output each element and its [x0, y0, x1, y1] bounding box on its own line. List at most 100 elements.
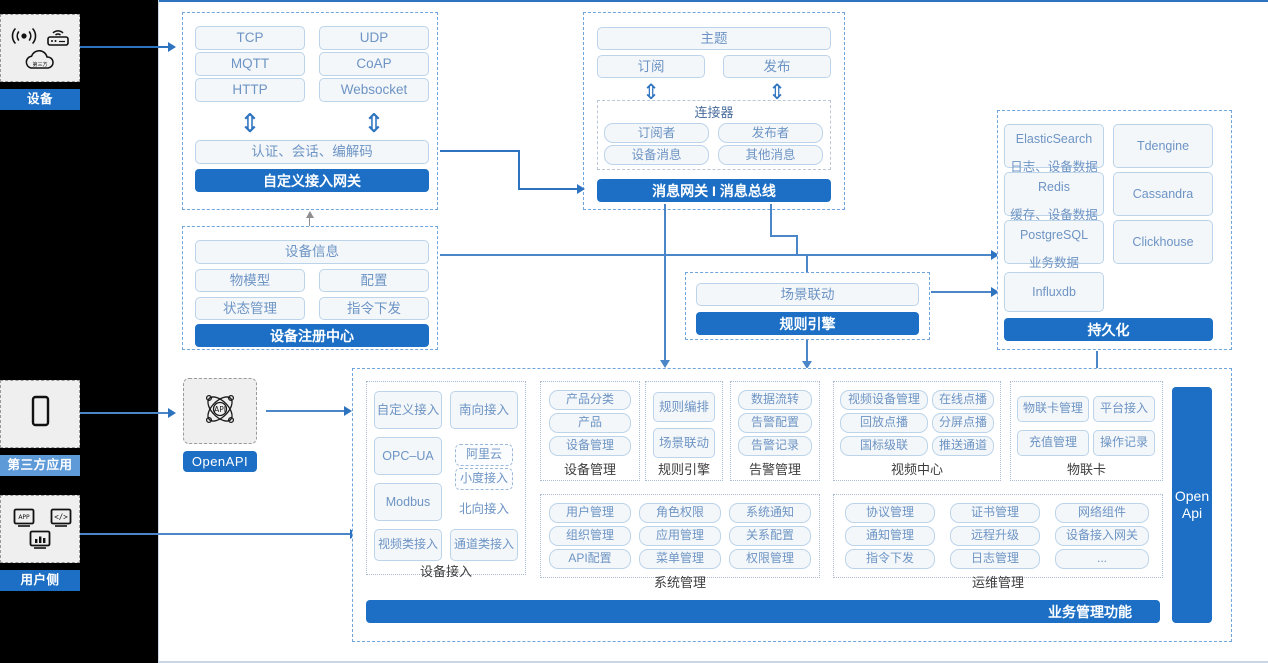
access-aliyun[interactable]: 阿里云 — [455, 444, 513, 466]
connector-thirdparty-to-openapi — [80, 412, 170, 414]
bus-topic[interactable]: 主题 — [597, 27, 831, 50]
sys-menu-management[interactable]: 菜单管理 — [639, 549, 721, 569]
connector-bus-persistence-h — [770, 235, 798, 237]
access-channel[interactable]: 通道类接入 — [450, 529, 518, 561]
actor-device-iconbox: 第三方 — [0, 14, 80, 82]
rulebiz-scene-linkage[interactable]: 场景联动 — [653, 428, 715, 458]
store-influxdb[interactable]: Influxdb — [1004, 272, 1104, 312]
devmgmt-product[interactable]: 产品 — [549, 413, 631, 433]
iotcard-platform-access[interactable]: 平台接入 — [1093, 396, 1155, 422]
gateway-bar[interactable]: 自定义接入网关 — [195, 169, 429, 192]
connector-device-message[interactable]: 设备消息 — [604, 145, 709, 165]
connector-subscriber[interactable]: 订阅者 — [604, 123, 709, 143]
connector-title: 连接器 — [694, 104, 734, 120]
iotcard-management[interactable]: 物联卡管理 — [1017, 396, 1089, 422]
video-gb-cascade[interactable]: 国标级联 — [840, 436, 928, 456]
actor-third-party-app[interactable]: 第三方应用 — [0, 380, 80, 476]
store-postgresql[interactable]: PostgreSQL 业务数据 — [1004, 220, 1104, 270]
ops-log-management[interactable]: 日志管理 — [950, 549, 1040, 569]
svg-text:APP: APP — [18, 514, 30, 521]
ops-device-access-gateway[interactable]: 设备接入网关 — [1055, 526, 1149, 546]
store-elasticsearch-desc: 日志、设备数据 — [1010, 160, 1098, 175]
video-split-screen[interactable]: 分屏点播 — [932, 413, 994, 433]
access-southbound[interactable]: 南向接入 — [450, 391, 518, 429]
iotcard-operation-log[interactable]: 操作记录 — [1093, 430, 1155, 456]
bus-subscribe[interactable]: 订阅 — [597, 55, 705, 78]
ops-more[interactable]: ... — [1055, 549, 1149, 569]
alarm-config[interactable]: 告警配置 — [738, 413, 812, 433]
connector-device-to-gateway — [80, 46, 170, 48]
access-custom[interactable]: 自定义接入 — [374, 391, 442, 429]
store-cassandra[interactable]: Cassandra — [1113, 172, 1213, 216]
sys-app-management[interactable]: 应用管理 — [639, 526, 721, 546]
access-modbus[interactable]: Modbus — [374, 483, 442, 521]
protocol-http[interactable]: HTTP — [195, 78, 305, 102]
connector-bus-persistence-v2 — [796, 235, 798, 255]
openapi-vertical-bar[interactable]: Open Api — [1172, 387, 1212, 623]
persistence-bar[interactable]: 持久化 — [1004, 318, 1213, 341]
access-video[interactable]: 视频类接入 — [374, 529, 442, 561]
rulebiz-rule-orchestration[interactable]: 规则编排 — [653, 392, 715, 422]
store-elasticsearch[interactable]: ElasticSearch 日志、设备数据 — [1004, 124, 1104, 174]
wifi-signal-icon — [11, 25, 37, 47]
video-playback[interactable]: 回放点播 — [840, 413, 928, 433]
gateway-auth-session-codec[interactable]: 认证、会话、编解码 — [195, 140, 429, 164]
access-xiaodu[interactable]: 小度接入 — [455, 468, 513, 490]
registry-config[interactable]: 配置 — [319, 269, 429, 292]
video-device-management[interactable]: 视频设备管理 — [840, 390, 928, 410]
sys-user-management[interactable]: 用户管理 — [549, 503, 631, 523]
actor-user-side-iconbox: APP </> — [0, 495, 80, 563]
ops-protocol-management[interactable]: 协议管理 — [845, 503, 935, 523]
actor-third-party-label: 第三方应用 — [0, 455, 80, 476]
protocol-websocket[interactable]: Websocket — [319, 78, 429, 102]
access-northbound[interactable]: 北向接入 — [458, 501, 509, 516]
ops-certificate-management[interactable]: 证书管理 — [950, 503, 1040, 523]
store-tdengine[interactable]: Tdengine — [1113, 124, 1213, 168]
bus-publish[interactable]: 发布 — [723, 55, 831, 78]
connector-publisher[interactable]: 发布者 — [718, 123, 823, 143]
sys-api-config[interactable]: API配置 — [549, 549, 631, 569]
rule-engine-bar[interactable]: 规则引擎 — [696, 312, 919, 335]
alarm-data-forward[interactable]: 数据流转 — [738, 390, 812, 410]
sys-notification[interactable]: 系统通知 — [729, 503, 811, 523]
registry-state-mgmt[interactable]: 状态管理 — [195, 297, 305, 320]
store-clickhouse[interactable]: Clickhouse — [1113, 220, 1213, 264]
protocol-udp[interactable]: UDP — [319, 26, 429, 50]
registry-device-info[interactable]: 设备信息 — [195, 240, 429, 264]
iotcard-recharge[interactable]: 充值管理 — [1017, 430, 1089, 456]
sys-relation-config[interactable]: 关系配置 — [729, 526, 811, 546]
sys-org-management[interactable]: 组织管理 — [549, 526, 631, 546]
devmgmt-product-category[interactable]: 产品分类 — [549, 390, 631, 410]
openapi-node[interactable]: API OpenAPI — [183, 378, 257, 472]
ops-notification-management[interactable]: 通知管理 — [845, 526, 935, 546]
video-online-play[interactable]: 在线点播 — [932, 390, 994, 410]
registry-bar[interactable]: 设备注册中心 — [195, 324, 429, 347]
ops-network-components[interactable]: 网络组件 — [1055, 503, 1149, 523]
sys-role-permission[interactable]: 角色权限 — [639, 503, 721, 523]
protocol-mqtt[interactable]: MQTT — [195, 52, 305, 76]
double-arrow-icon-pub: ⇕ — [768, 80, 786, 104]
devmgmt-device-management[interactable]: 设备管理 — [549, 436, 631, 456]
registry-command-dispatch[interactable]: 指令下发 — [319, 297, 429, 320]
connector-bus-persistence-v — [770, 204, 772, 237]
video-push-channel[interactable]: 推送通道 — [932, 436, 994, 456]
registry-thing-model[interactable]: 物模型 — [195, 269, 305, 292]
sys-permission-management[interactable]: 权限管理 — [729, 549, 811, 569]
alarm-records[interactable]: 告警记录 — [738, 436, 812, 456]
business-management-bar[interactable]: 业务管理功能 — [366, 600, 1160, 623]
store-redis[interactable]: Redis 缓存、设备数据 — [1004, 172, 1104, 222]
message-bus-bar[interactable]: 消息网关 I 消息总线 — [597, 179, 831, 202]
connector-other-message[interactable]: 其他消息 — [718, 145, 823, 165]
caption-device-management: 设备管理 — [563, 461, 616, 477]
rule-engine-scene-linkage[interactable]: 场景联动 — [696, 283, 919, 306]
actor-user-side[interactable]: APP </> 用户侧 — [0, 495, 80, 591]
connector-gateway-to-bus-h1 — [440, 150, 520, 152]
actor-device[interactable]: 第三方 设备 — [0, 14, 80, 110]
access-opc-ua[interactable]: OPC–UA — [374, 437, 442, 475]
ops-remote-upgrade[interactable]: 远程升级 — [950, 526, 1040, 546]
connector-to-rule-engine-v — [806, 256, 808, 276]
ops-command-dispatch[interactable]: 指令下发 — [845, 549, 935, 569]
protocol-coap[interactable]: CoAP — [319, 52, 429, 76]
connector-gateway-registry-up — [306, 211, 314, 218]
protocol-tcp[interactable]: TCP — [195, 26, 305, 50]
